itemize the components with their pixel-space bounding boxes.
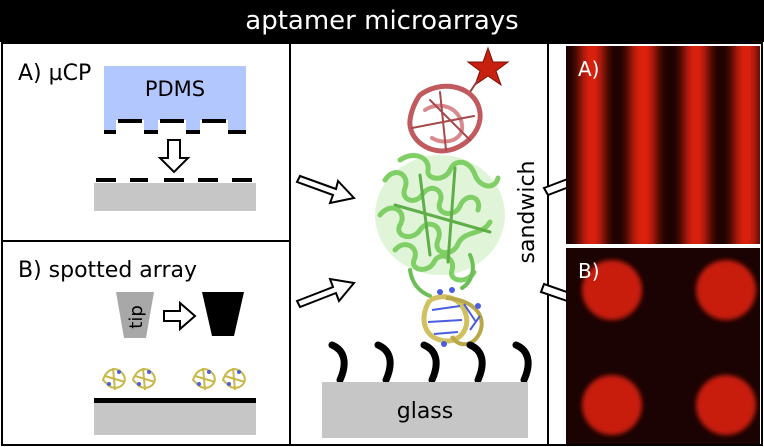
- star-icon: [466, 46, 510, 87]
- panel-a: A) µCP PDMS: [18, 61, 256, 211]
- substrate-a: [94, 183, 256, 211]
- star-linker: [469, 79, 479, 93]
- array-layer: [94, 398, 256, 403]
- figure-title: aptamer microarrays: [245, 6, 519, 36]
- fluorescent-spot: [696, 260, 756, 320]
- fluorescent-spot: [696, 375, 756, 435]
- arrow-icon: [157, 139, 191, 174]
- image-b: B): [566, 248, 760, 444]
- image-b-label: B): [578, 259, 600, 283]
- panel-center: glass sandwich: [295, 46, 600, 438]
- aptamer-ribbon: [101, 367, 126, 391]
- pdms-stamp: [104, 66, 246, 132]
- aptamer-spots: [101, 367, 246, 391]
- image-a: A): [566, 46, 760, 244]
- arrow-icon: [163, 300, 197, 332]
- panel-a-label: A) µCP: [18, 61, 91, 86]
- fluorescent-stripe: [630, 46, 656, 244]
- fluorescent-stripe: [580, 46, 604, 244]
- tip-label: tip: [126, 305, 147, 328]
- aptamer-ribbon: [131, 367, 156, 391]
- pdms-label: PDMS: [145, 77, 205, 101]
- glass-slide: [322, 382, 528, 438]
- substrate-b: [94, 403, 256, 435]
- fluorescent-stripe: [684, 46, 708, 244]
- image-a-label: A): [578, 57, 599, 81]
- protein-ribbon: [375, 153, 505, 298]
- tip-shape: [116, 292, 154, 338]
- aptamer-ribbon: [191, 367, 216, 391]
- outer-frame: [1, 42, 763, 446]
- panel-b-label: B) spotted array: [18, 258, 197, 283]
- fluorescent-spot: [582, 260, 642, 320]
- sandwich-label: sandwich: [515, 161, 540, 264]
- title-bar: aptamer microarrays: [0, 0, 764, 42]
- aptamer-ribbon: [221, 367, 246, 391]
- surface-linkers: [328, 341, 532, 384]
- tip-loaded: [202, 292, 244, 336]
- stamp-ink: [104, 119, 246, 134]
- fluorescent-stripe: [734, 46, 758, 244]
- aptamer-ribbon: [407, 83, 483, 154]
- glass-label: glass: [397, 399, 453, 424]
- fluorescent-spot: [582, 375, 642, 435]
- arrow-icon: [295, 277, 356, 309]
- aptamer-ribbon: [421, 287, 484, 347]
- arrow-icon: [295, 174, 356, 205]
- panel-b: B) spotted array tip: [18, 258, 256, 435]
